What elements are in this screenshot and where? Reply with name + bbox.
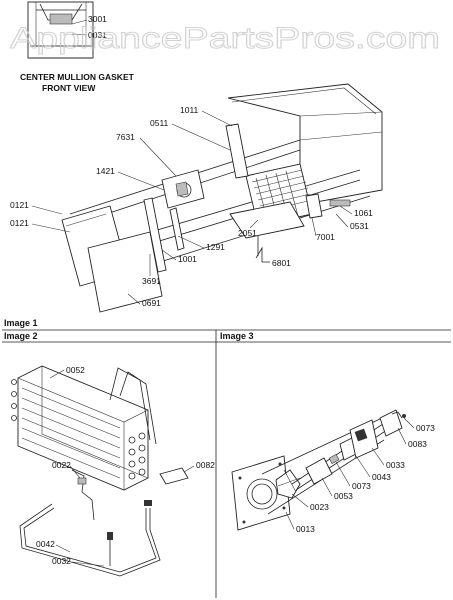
part-label-0121-lower: 0121 xyxy=(10,218,29,228)
section-image2: Image 2 xyxy=(4,331,38,341)
part-label-3691: 3691 xyxy=(142,276,161,286)
part-label-0691: 0691 xyxy=(142,298,161,308)
part-label-7631: 7631 xyxy=(116,132,135,142)
part-label-0032: 0032 xyxy=(52,556,71,566)
inset-caption-line2: FRONT VIEW xyxy=(42,83,96,93)
part-label-0013: 0013 xyxy=(296,524,315,534)
image1-assembly xyxy=(61,83,383,313)
part-label-6801: 6801 xyxy=(272,258,291,268)
part-label-0043: 0043 xyxy=(372,472,391,482)
part-label-0073-upper: 0073 xyxy=(416,423,435,433)
part-label-0023: 0023 xyxy=(310,502,329,512)
part-label-0033: 0033 xyxy=(386,460,405,470)
mullion-gasket-inset xyxy=(27,1,94,59)
part-label-0121-upper: 0121 xyxy=(10,200,29,210)
image3-assembly xyxy=(231,409,406,531)
part-label-1061: 1061 xyxy=(354,208,373,218)
part-label-1291: 1291 xyxy=(206,242,225,252)
image2-leader-lines xyxy=(49,369,195,567)
image2-assembly xyxy=(11,365,189,577)
part-label-0031: 0031 xyxy=(88,30,107,40)
part-label-0531: 0531 xyxy=(350,221,369,231)
part-label-0083: 0083 xyxy=(408,439,427,449)
part-label-3001: 3001 xyxy=(88,14,107,24)
section-image3: Image 3 xyxy=(220,331,254,341)
part-label-0042: 0042 xyxy=(36,539,55,549)
part-label-0073-lower: 0073 xyxy=(352,481,371,491)
part-label-1011: 1011 xyxy=(180,105,199,115)
inset-caption-line1: CENTER MULLION GASKET xyxy=(20,72,135,82)
part-label-0022: 0022 xyxy=(52,460,71,470)
image1-leader-lines xyxy=(31,110,353,305)
part-label-0052: 0052 xyxy=(66,365,85,375)
part-label-7001: 7001 xyxy=(316,232,335,242)
part-label-1001: 1001 xyxy=(178,254,197,264)
part-label-0511: 0511 xyxy=(150,118,169,128)
part-label-2051: 2051 xyxy=(238,228,257,238)
part-label-0053: 0053 xyxy=(334,491,353,501)
watermark: AppliancePartsPros.com xyxy=(10,22,440,55)
section-image1: Image 1 xyxy=(4,318,38,328)
part-label-0082: 0082 xyxy=(196,460,215,470)
part-label-1421: 1421 xyxy=(96,166,115,176)
section-frame xyxy=(2,329,451,598)
image3-leader-lines xyxy=(285,417,415,530)
